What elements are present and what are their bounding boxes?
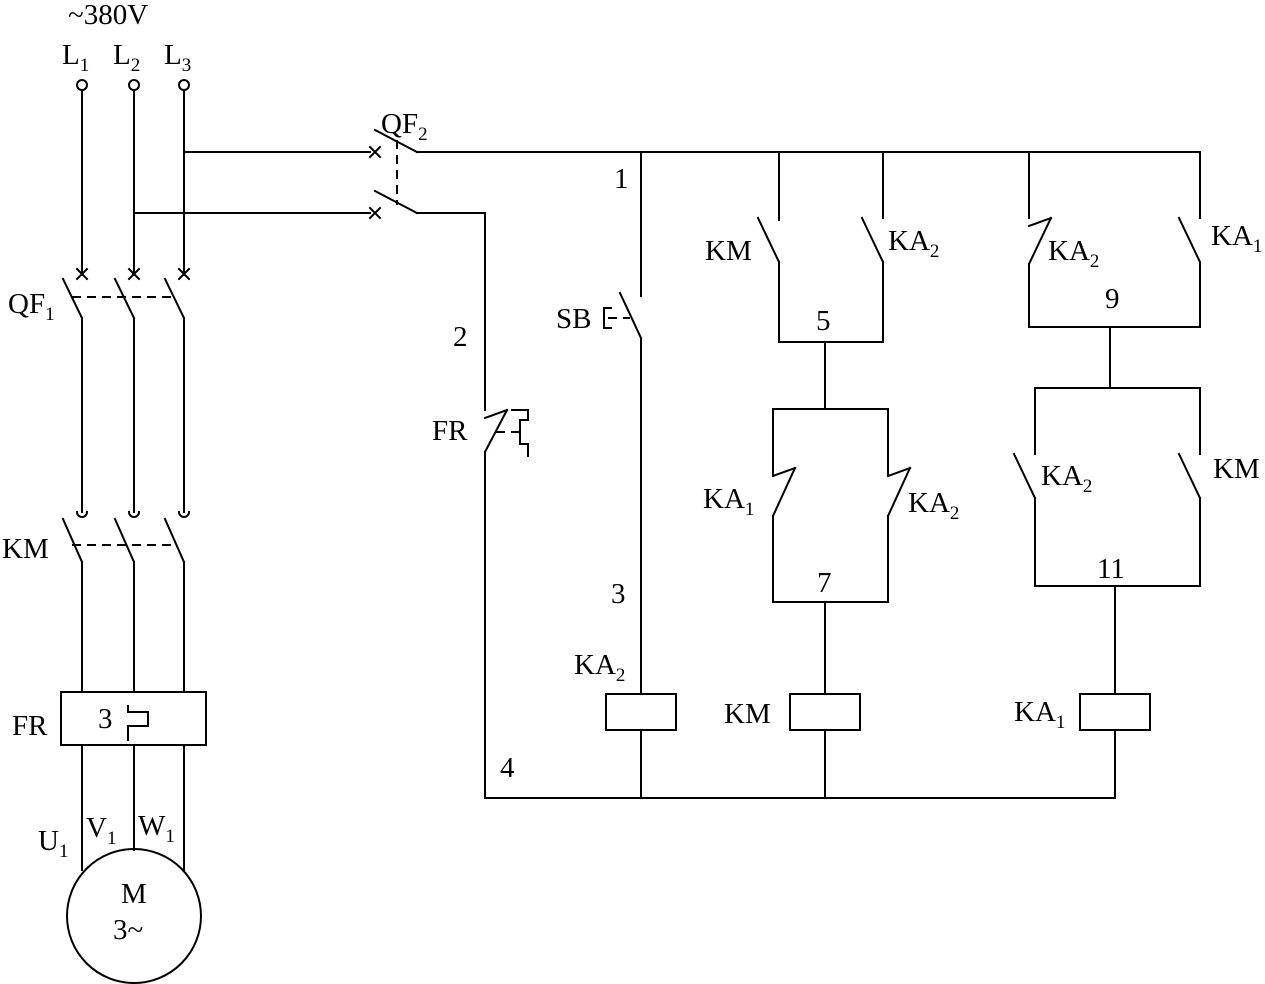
terminal-l1	[76, 79, 88, 91]
node-3: 3	[611, 578, 626, 610]
start-pushbutton-sb[interactable]	[603, 291, 643, 340]
node-4: 4	[500, 752, 515, 784]
coil-ka1	[1079, 693, 1151, 731]
motor-terminal-v1: V1	[86, 812, 116, 849]
overload-fr-contact	[483, 408, 529, 457]
node-9: 9	[1105, 283, 1120, 315]
contactor-km-main	[61, 510, 191, 564]
supply-voltage-label: ~380V	[68, 0, 148, 31]
coil-ka2	[605, 693, 677, 731]
node-1: 1	[614, 163, 629, 195]
breaker-qf2-label: QF2	[381, 108, 428, 145]
phase-label-l3: L3	[164, 39, 191, 76]
contact-ka2-nc	[886, 466, 912, 518]
node-7: 7	[817, 567, 832, 599]
phase-label-l2: L2	[113, 39, 140, 76]
terminal-l3	[178, 79, 190, 91]
contact-ka1-nc-label: KA1	[703, 483, 754, 520]
contact-km-lower	[1177, 452, 1202, 500]
node-11: 11	[1097, 553, 1125, 585]
contact-ka1-no	[1177, 216, 1202, 264]
overload-fr-contact-label: FR	[432, 415, 468, 447]
coil-ka1-label: KA1	[1014, 696, 1065, 733]
contact-ka2-no-lower	[1012, 452, 1037, 500]
motor-terminal-w1: W1	[138, 810, 175, 847]
contact-ka1-nc	[771, 466, 797, 518]
node-2: 2	[453, 321, 468, 353]
motor-terminal-u1: U1	[38, 825, 68, 862]
node-5: 5	[816, 305, 831, 337]
coil-km-label: KM	[724, 698, 771, 730]
contact-ka2-a-label: KA2	[888, 225, 939, 262]
contact-ka2-nc-label: KA2	[908, 487, 959, 524]
motor-symbol: M	[121, 878, 147, 910]
terminal-l2	[128, 79, 140, 91]
main-circuit: QF1 KM 3 FR U1 V1 W1	[2, 89, 371, 984]
contact-ka2-nc-right-label: KA2	[1048, 235, 1099, 272]
breaker-qf2	[368, 128, 419, 220]
control-circuit: FR SB KA2 KM KA2	[416, 151, 1262, 799]
overload-heater-icon	[127, 705, 149, 741]
contactor-km-main-label: KM	[2, 533, 49, 565]
start-pushbutton-label: SB	[556, 303, 591, 335]
contact-ka1-no-label: KA1	[1211, 220, 1262, 257]
coil-ka2-label: KA2	[574, 649, 625, 686]
overload-fr-box	[60, 691, 207, 746]
breaker-qf1	[61, 267, 191, 320]
contact-km-lower-label: KM	[1213, 453, 1260, 485]
contact-km-hold-label: KM	[705, 235, 752, 267]
contact-ka2-a	[860, 216, 885, 264]
contact-ka2-nc-right	[1027, 216, 1053, 266]
overload-fr-element-count: 3	[98, 703, 113, 735]
motor-type: 3~	[113, 914, 143, 946]
phase-label-l1: L1	[62, 39, 89, 76]
overload-fr-label: FR	[12, 710, 48, 742]
contact-ka2-no-lower-label: KA2	[1041, 460, 1092, 497]
coil-km	[789, 693, 861, 731]
breaker-qf1-label: QF1	[8, 288, 55, 325]
motor-icon	[66, 848, 202, 984]
contact-km-hold	[756, 216, 781, 264]
